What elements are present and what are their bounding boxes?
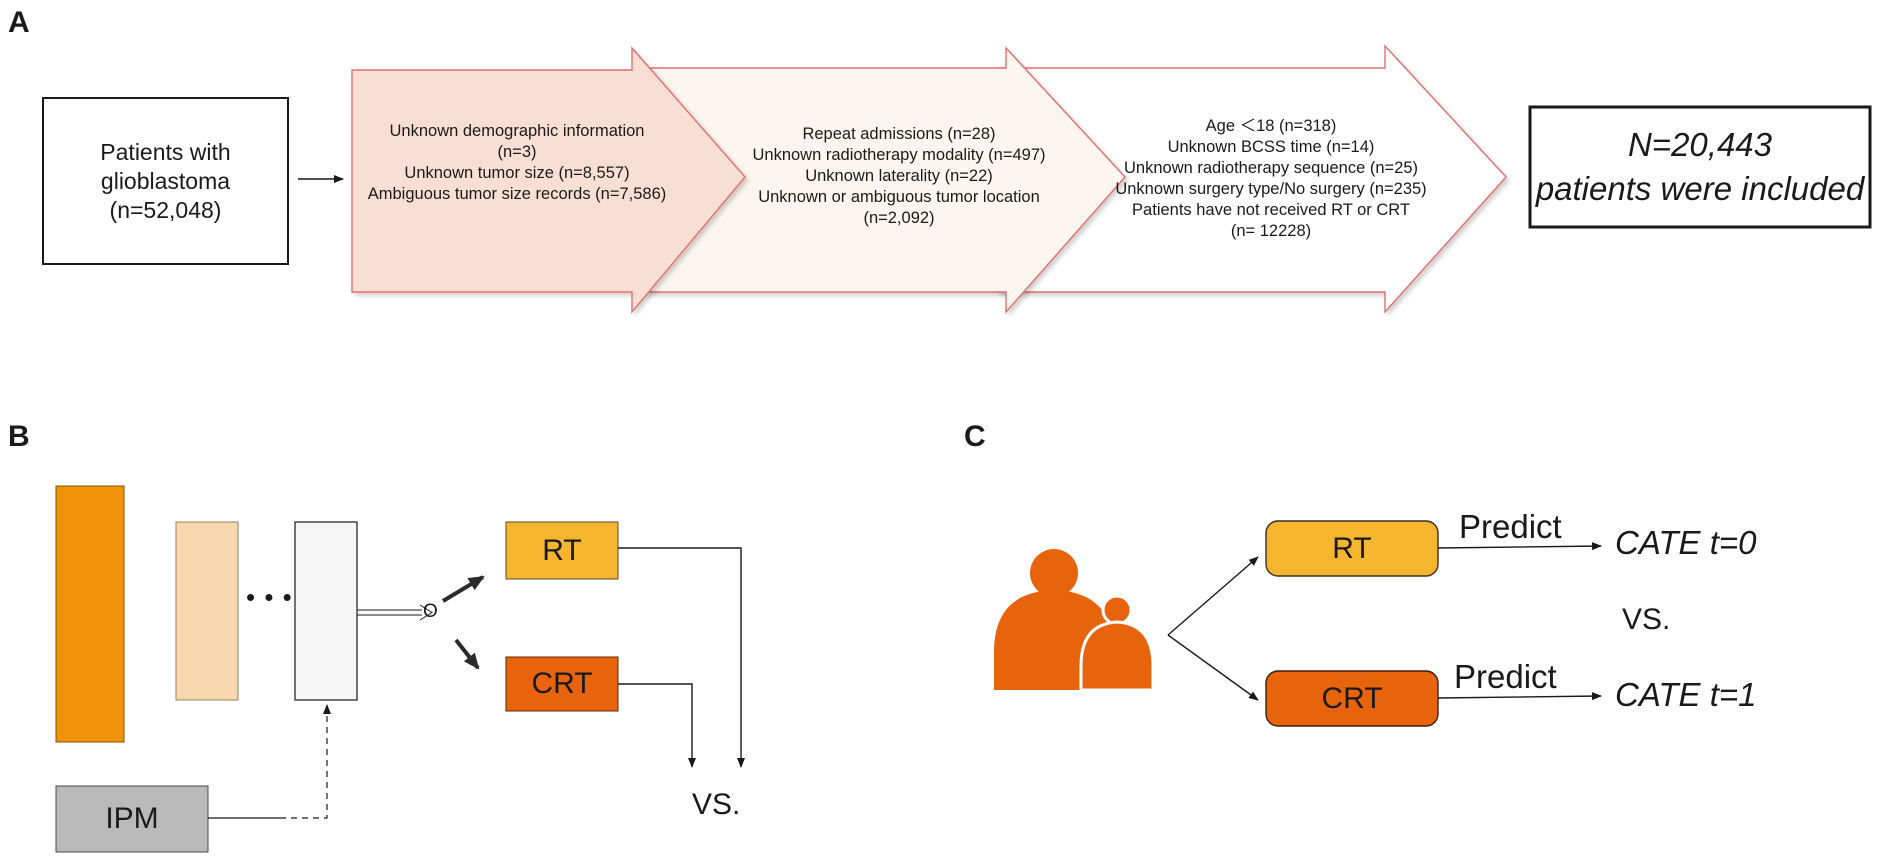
start-box-shape xyxy=(42,97,289,265)
crt-to-vs-connector xyxy=(618,683,696,768)
vs-label-c: VS. xyxy=(1622,603,1671,636)
exclusion-arrow-2 xyxy=(640,46,1126,314)
crt-box: CRT xyxy=(531,667,593,700)
predict-arrow-bottom xyxy=(1437,692,1602,701)
step1-line-1: Unknown demographic information xyxy=(389,122,645,140)
branch-arrow-to-rt xyxy=(1167,556,1259,636)
predict-arrow-top xyxy=(1437,542,1602,551)
step1-line-2: (n=3) xyxy=(497,143,537,161)
start-box-line-3: (n=52,048) xyxy=(109,196,222,223)
panel-letter-b: B xyxy=(8,420,30,453)
start-box-line-2: glioblastoma xyxy=(100,167,231,194)
step2-line-2: Unknown radiotherapy modality (n=497) xyxy=(752,146,1046,164)
step3-text: Age ＜18 (n=318) Unknown BCSS time (n=14)… xyxy=(1115,116,1426,242)
layer-bar-2 xyxy=(175,521,239,701)
exclusion-arrow-3 xyxy=(997,44,1507,314)
step3-line-5: Patients have not received RT or CRT xyxy=(1132,201,1410,219)
layer-bar-1 xyxy=(55,485,125,743)
panel-letter-a: A xyxy=(8,6,30,39)
c-crt-box: CRT xyxy=(1321,681,1383,715)
vs-label-b: VS. xyxy=(692,788,741,821)
step2-line-3: Unknown laterality (n=22) xyxy=(805,167,993,185)
step1-line-4: Ambiguous tumor size records (n=7,586) xyxy=(367,185,667,203)
step1-text: Unknown demographic information (n=3) Un… xyxy=(368,121,667,205)
crt-box-shape xyxy=(505,656,619,712)
step2-text: Repeat admissions (n=28) Unknown radioth… xyxy=(752,124,1045,229)
step3-line-1: Age ＜18 (n=318) xyxy=(1205,117,1337,135)
step2-line-1: Repeat admissions (n=28) xyxy=(802,125,996,143)
step2-line-4: Unknown or ambiguous tumor location xyxy=(758,188,1040,206)
predict-label-top: Predict xyxy=(1459,508,1562,545)
c-crt-box-shape xyxy=(1265,670,1439,727)
rt-box: RT xyxy=(542,533,582,567)
branch-arrow-up xyxy=(441,575,485,603)
c-rt-box-shape xyxy=(1265,520,1439,577)
step1-line-3: Unknown tumor size (n=8,557) xyxy=(404,164,630,182)
rt-box-shape xyxy=(505,521,619,580)
exclusion-arrow-1 xyxy=(351,46,746,314)
c-rt-box: RT xyxy=(1332,531,1372,565)
branch-arrow-down xyxy=(454,638,480,670)
step3-line-4: Unknown surgery type/No surgery (n=235) xyxy=(1115,180,1427,198)
predict-label-bottom: Predict xyxy=(1454,658,1557,695)
rt-to-vs-connector xyxy=(618,547,745,768)
cate-label-bottom: CATE t=1 xyxy=(1615,676,1757,713)
start-box-line-1: Patients with xyxy=(100,138,231,165)
ipm-box-shape xyxy=(55,785,209,853)
panel-letter-c: C xyxy=(964,420,986,453)
branch-arrow-to-crt xyxy=(1167,634,1259,701)
cate-label-top: CATE t=0 xyxy=(1615,524,1757,561)
result-box-line-1: N=20,443 xyxy=(1627,126,1773,163)
patients-icon xyxy=(994,549,1155,692)
step2-line-5: (n=2,092) xyxy=(863,209,935,227)
ellipsis-dots: • • • xyxy=(246,582,293,612)
ipm-box: IPM xyxy=(105,802,159,835)
result-box: N=20,443 patients were included xyxy=(1530,107,1870,227)
step3-line-3: Unknown radiotherapy sequence (n=25) xyxy=(1124,159,1418,177)
layer-bar-3 xyxy=(294,521,358,701)
step3-line-6: (n= 12228) xyxy=(1230,222,1312,240)
result-box-line-2: patients were included xyxy=(1535,170,1865,207)
ipm-connector-dashed xyxy=(280,704,331,819)
step3-line-2: Unknown BCSS time (n=14) xyxy=(1167,138,1375,156)
start-box: Patients with glioblastoma (n=52,048) xyxy=(43,98,288,264)
result-box-shape xyxy=(1528,105,1872,229)
junction-node: O xyxy=(423,601,438,622)
double-arrow-to-junction xyxy=(357,604,433,621)
